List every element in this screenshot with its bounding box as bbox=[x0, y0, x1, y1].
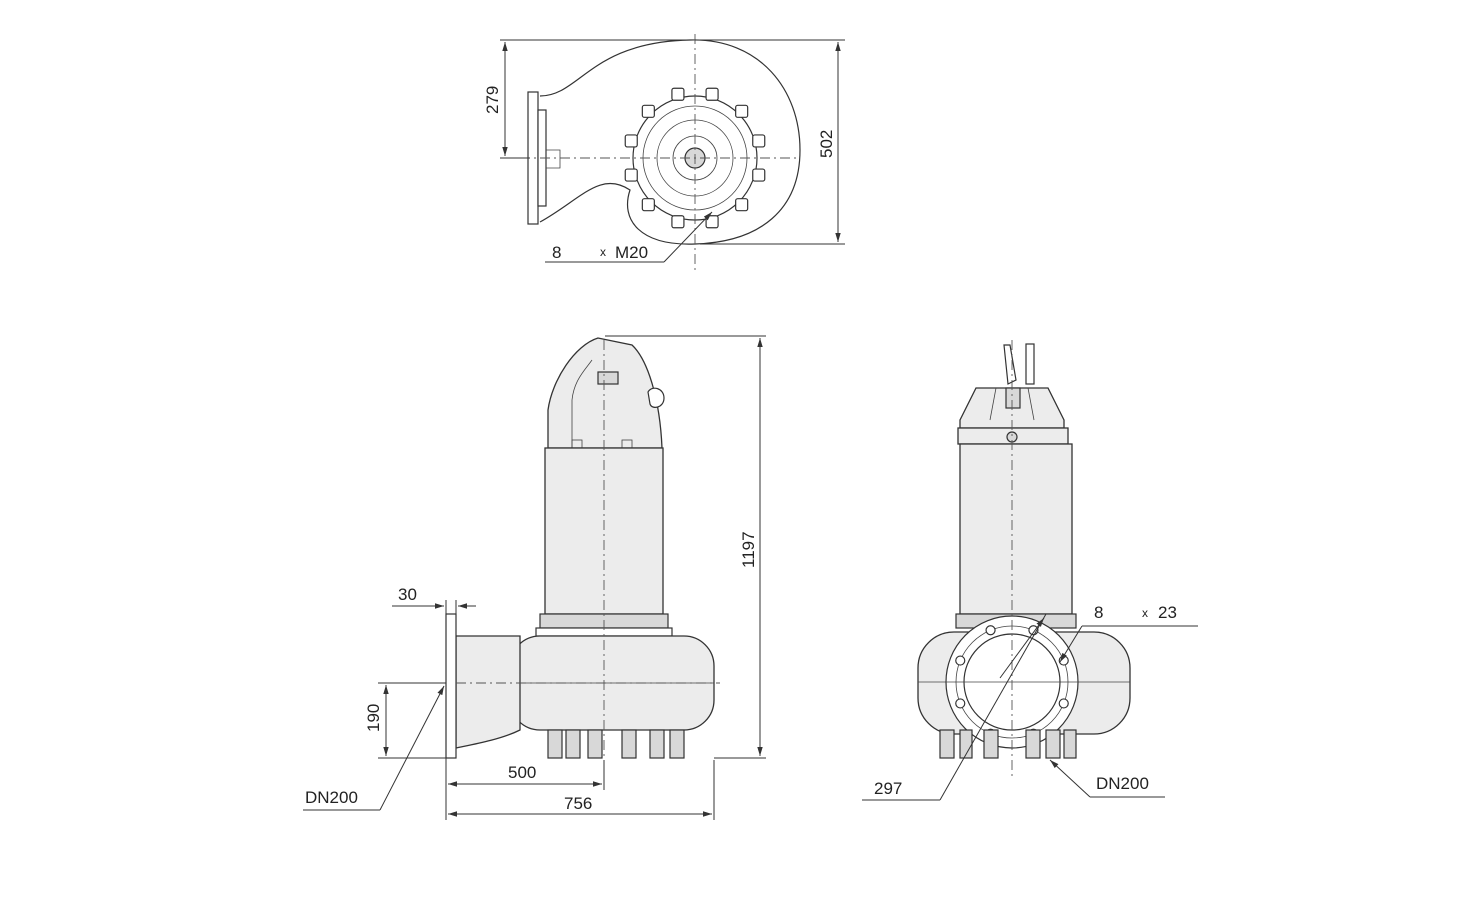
motor-lug bbox=[641, 198, 655, 212]
dim-279: 279 bbox=[483, 86, 502, 114]
dim-297: 297 bbox=[874, 779, 902, 798]
flange-bolt-hole bbox=[985, 625, 996, 636]
motor-lug bbox=[641, 104, 655, 118]
dn200-right: DN200 bbox=[1096, 774, 1149, 793]
flange-bolt-hole bbox=[1058, 698, 1069, 709]
flange-bolt-hole bbox=[955, 655, 966, 666]
dim-500: 500 bbox=[508, 763, 536, 782]
hole-size: 23 bbox=[1158, 603, 1177, 622]
dim-190: 190 bbox=[364, 704, 383, 732]
dn200-left: DN200 bbox=[305, 788, 358, 807]
hole-times: x bbox=[1142, 606, 1148, 620]
hole-count: 8 bbox=[1094, 603, 1103, 622]
motor-lug bbox=[752, 168, 766, 182]
top-view: 279 502 8 x M20 bbox=[483, 34, 845, 270]
motor-lug bbox=[624, 134, 638, 148]
front-view: 8 x 23 297 DN200 bbox=[862, 340, 1198, 801]
dim-502: 502 bbox=[817, 130, 836, 158]
motor-lug bbox=[671, 215, 685, 229]
bolt-size: M20 bbox=[615, 243, 648, 262]
motor-lug bbox=[735, 104, 749, 118]
flange-bolt-hole bbox=[955, 698, 966, 709]
bolt-times: x bbox=[600, 245, 606, 259]
dim-30: 30 bbox=[398, 585, 417, 604]
dim-1197: 1197 bbox=[739, 531, 758, 568]
motor-lug bbox=[705, 215, 719, 229]
motor-lug bbox=[752, 134, 766, 148]
motor-lug bbox=[735, 198, 749, 212]
side-view: 1197 30 190 DN200 500 756 bbox=[303, 335, 766, 820]
motor-lug bbox=[705, 87, 719, 101]
dim-756: 756 bbox=[564, 794, 592, 813]
bolt-count: 8 bbox=[552, 243, 561, 262]
motor-lug bbox=[624, 168, 638, 182]
motor-lug bbox=[671, 87, 685, 101]
